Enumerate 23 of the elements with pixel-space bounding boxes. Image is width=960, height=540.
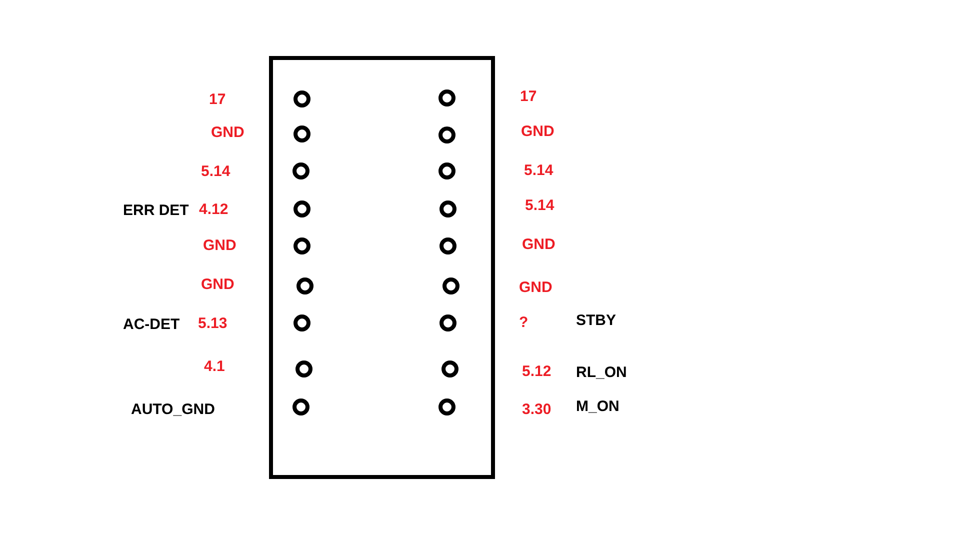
pin-value: 17	[520, 88, 537, 106]
signal-name: ERR DET	[123, 202, 189, 220]
pin-value: GND	[522, 236, 556, 254]
pin-value: 17	[209, 91, 226, 109]
pin-value: GND	[519, 279, 552, 297]
pin-value: ?	[519, 314, 528, 332]
pin-value: GND	[521, 123, 554, 141]
signal-name: STBY	[576, 312, 616, 330]
pin-value: GND	[203, 237, 236, 255]
pin-value: GND	[201, 276, 234, 294]
pin-value: GND	[211, 124, 244, 142]
pin-value: 5.12	[522, 363, 552, 381]
signal-name: RL_ON	[576, 364, 627, 382]
pin-value: 5.14	[525, 197, 554, 215]
pin-value: 5.14	[201, 163, 230, 181]
pin-value: 4.1	[204, 358, 225, 376]
pin-value: 3.30	[522, 401, 552, 419]
pin-value: 4.12	[199, 201, 228, 219]
signal-name: AC-DET	[123, 316, 180, 334]
pin-value: 5.14	[524, 162, 554, 180]
pin-value: 5.13	[198, 315, 228, 333]
signal-name: AUTO_GND	[131, 401, 215, 419]
signal-name: M_ON	[576, 398, 620, 416]
